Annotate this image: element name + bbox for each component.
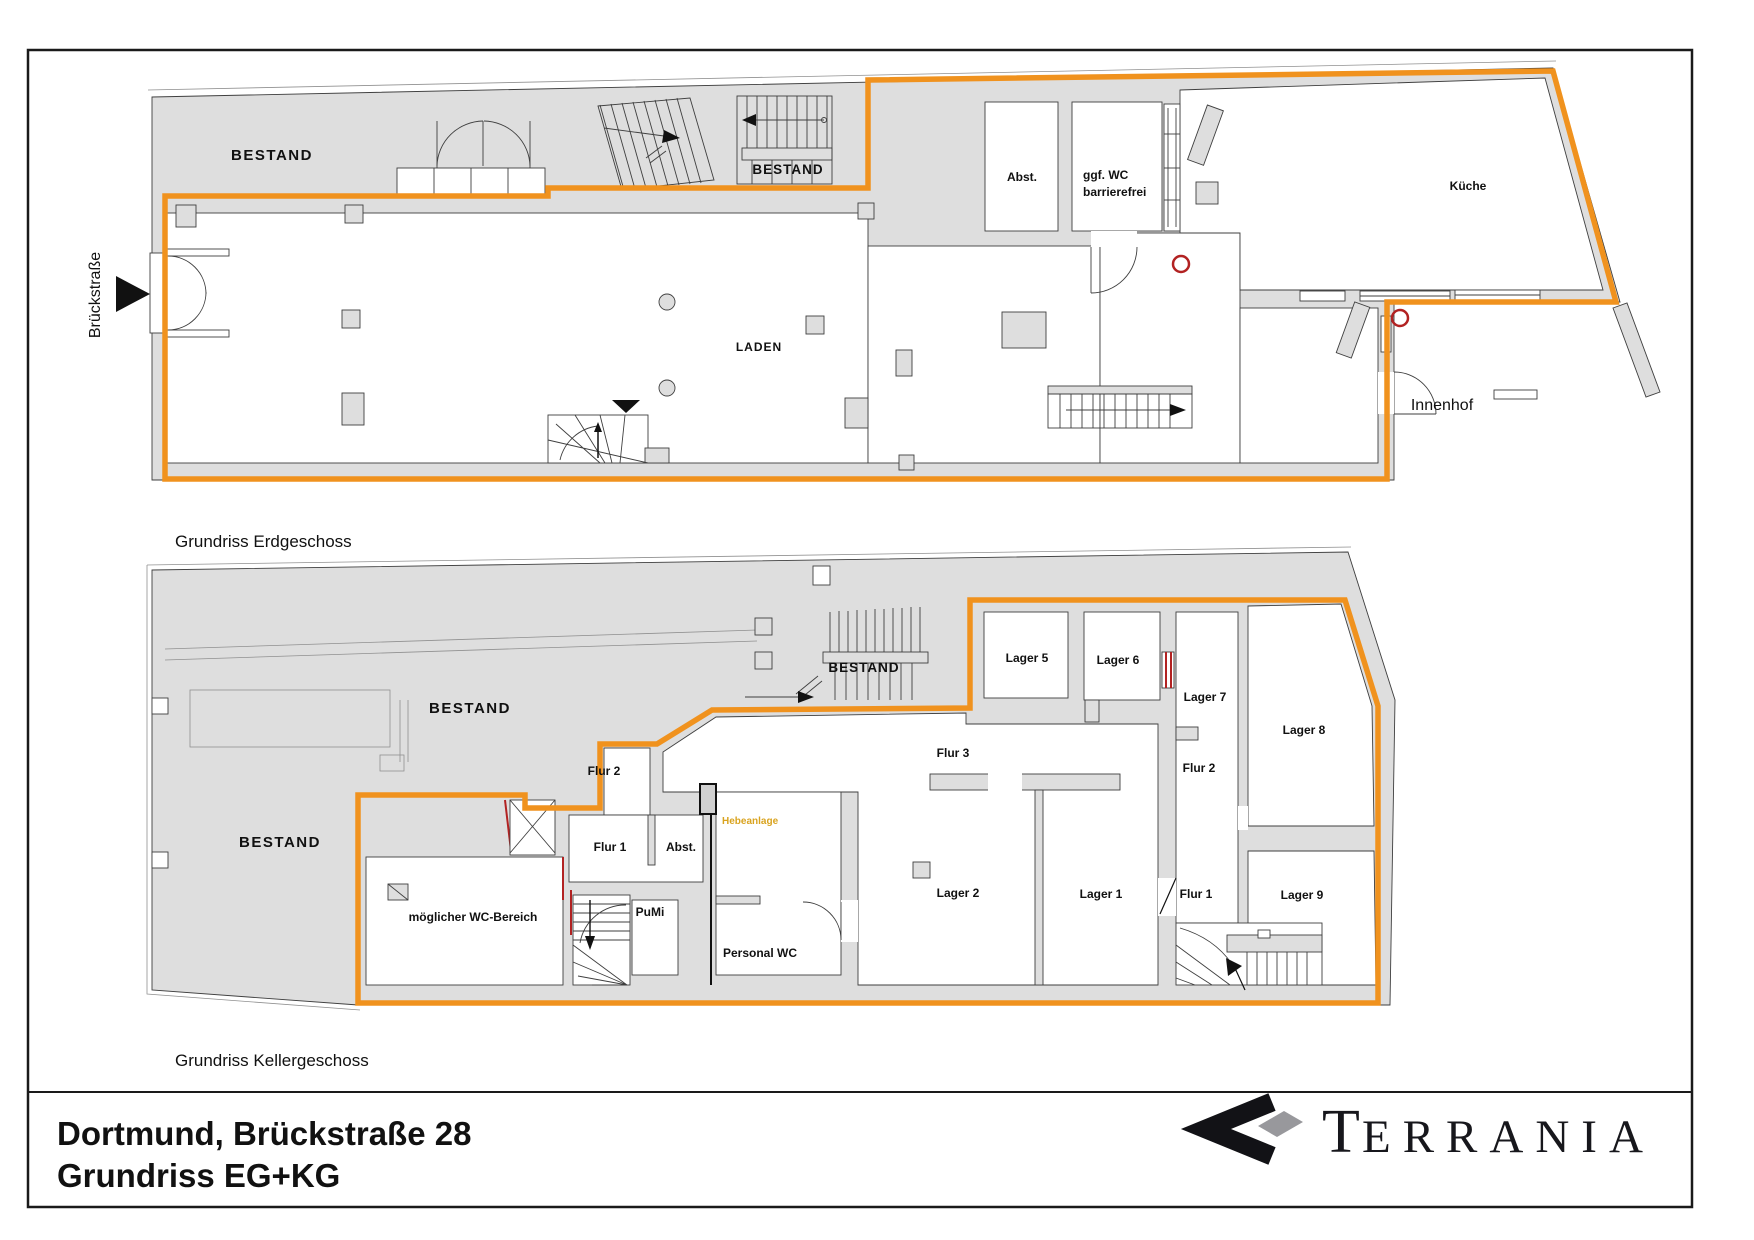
title-line-1: Dortmund, Brückstraße 28 — [57, 1115, 471, 1152]
title-line-2: Grundriss EG+KG — [57, 1157, 340, 1194]
eg-label-bestand-left: BESTAND — [231, 147, 313, 164]
eg-label-wc-2: barrierefrei — [1083, 185, 1146, 199]
kg-strip-right — [1175, 611, 1239, 924]
kg-label-hebeanlage: Hebeanlage — [722, 816, 779, 827]
eg-window-column — [1163, 103, 1181, 232]
eg-diagonal-wall — [1612, 302, 1661, 398]
eg-shopfront-windows — [396, 167, 546, 199]
kg-flur2-left — [603, 747, 651, 816]
kg-label-wcbereich: möglicher WC-Bereich — [409, 910, 538, 924]
eg-door-leaf-icon — [1186, 104, 1224, 166]
kg-left-stair — [572, 894, 631, 986]
street-arrow-icon — [116, 276, 150, 312]
kg-label-flur2-right: Flur 2 — [1183, 761, 1216, 775]
eg-pillar — [1195, 181, 1219, 205]
kg-label-flur1-left: Flur 1 — [594, 840, 627, 854]
eg-columns — [175, 202, 1047, 471]
kg-label-lager6: Lager 6 — [1097, 653, 1140, 667]
kg-rental-boundary — [355, 597, 1381, 1006]
eg-rear-stair — [1047, 385, 1193, 429]
eg-label-wc-1: ggf. WC — [1083, 168, 1129, 182]
eg-room-abstellraum — [984, 101, 1059, 232]
kg-caption: Grundriss Kellergeschoss — [175, 1051, 369, 1070]
terrania-logo-icon — [1180, 1093, 1303, 1165]
eg-caption: Grundriss Erdgeschoss — [175, 532, 352, 551]
kg-label-pumi: PuMi — [636, 905, 665, 919]
eg-stair-bestand-1 — [597, 97, 715, 191]
kg-personalwc-door — [802, 900, 858, 942]
kg-lager6 — [1083, 611, 1161, 701]
kg-lager5 — [983, 611, 1069, 699]
kg-wcbereich-hatch — [387, 883, 409, 901]
eg-marker-red-1 — [1171, 254, 1191, 274]
eg-room-kueche — [1179, 77, 1604, 291]
eg-room-wc — [1071, 101, 1163, 232]
kg-flur1-left — [568, 814, 704, 883]
title-block: Dortmund, Brückstraße 28 Grundriss EG+KG… — [57, 1093, 1655, 1194]
kg-interior-walls — [912, 699, 1248, 986]
kg-label-lager8: Lager 8 — [1283, 723, 1326, 737]
eg-door-wc — [1090, 231, 1138, 294]
eg-spiral-stair — [547, 400, 670, 464]
kg-personalwc — [715, 791, 842, 976]
kg-lager8 — [1247, 603, 1375, 827]
eg-rental-boundary — [162, 68, 1620, 482]
eg-label-laden: LADEN — [736, 340, 782, 354]
eg-stair-bestand-2 — [736, 95, 833, 185]
eg-marker-red-2 — [1390, 308, 1410, 328]
kg-label-lager1: Lager 1 — [1080, 887, 1123, 901]
eg-label-abst: Abst. — [1007, 170, 1037, 184]
kg-label-abst: Abst. — [666, 840, 696, 854]
kg-hebeanlage-shaft — [699, 783, 717, 985]
eg-label-bestand-stair: BESTAND — [752, 162, 823, 177]
eg-entry-door-icon — [436, 120, 531, 168]
brand-wordmark: ERRANIA — [1362, 1111, 1655, 1163]
kg-room-wcbereich — [365, 856, 564, 986]
kg-label-flur2-left: Flur 2 — [588, 764, 621, 778]
kg-label-bestand-top: BESTAND — [429, 700, 511, 717]
eg-door-leaf-icon-2 — [1335, 301, 1371, 359]
kg-label-flur3: Flur 3 — [937, 746, 970, 760]
kg-pumi — [631, 899, 679, 976]
kg-label-lager7: Lager 7 — [1184, 690, 1227, 704]
kg-label-lager2: Lager 2 — [937, 886, 980, 900]
floor-plan-erdgeschoss: BESTAND BESTAND Abst. ggf. WC barrierefr… — [87, 60, 1661, 551]
kg-label-bestand-stair: BESTAND — [828, 660, 899, 675]
kg-bestand-stair — [745, 565, 929, 703]
floor-plan-kellergeschoss: BESTAND BESTAND BESTAND Lager 5 Lager 6 … — [146, 546, 1396, 1070]
kg-label-lager9: Lager 9 — [1281, 888, 1324, 902]
eg-label-innenhof: Innenhof — [1411, 397, 1474, 414]
eg-innenhof-window — [1493, 389, 1538, 400]
eg-label-kueche: Küche — [1450, 179, 1487, 193]
kg-label-personalwc: Personal WC — [723, 946, 797, 960]
eg-label-street: Brückstraße — [87, 252, 104, 338]
brand-wordmark-initial: T — [1322, 1098, 1360, 1166]
kg-bestand-interior-walls — [151, 629, 758, 869]
kg-label-flur1-right: Flur 1 — [1180, 887, 1213, 901]
kg-right-stair — [1175, 922, 1323, 991]
kg-label-bestand-left: BESTAND — [239, 834, 321, 851]
kg-label-lager5: Lager 5 — [1006, 651, 1049, 665]
